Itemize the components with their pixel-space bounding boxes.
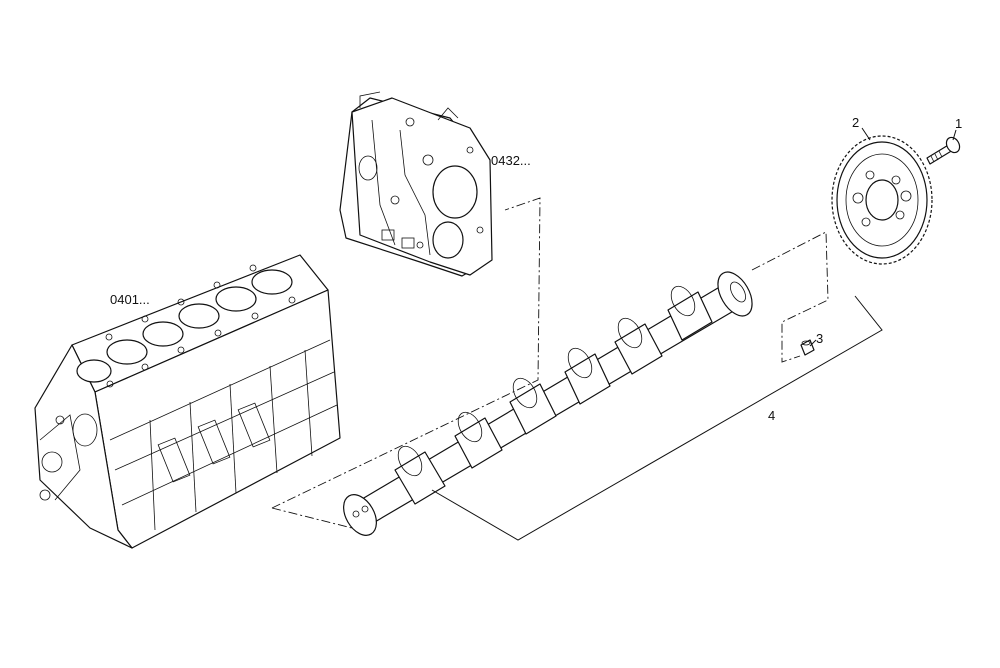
timing-cover bbox=[339, 91, 493, 277]
dowel-pin bbox=[800, 339, 815, 356]
ref-label-block: 0401... bbox=[110, 292, 150, 307]
item-label-2: 2 bbox=[852, 115, 859, 130]
ref-label-cover: 0432... bbox=[491, 153, 531, 168]
assembly-lines bbox=[271, 127, 957, 541]
camshaft bbox=[343, 271, 753, 536]
item-label-3: 3 bbox=[816, 331, 823, 346]
gear-bolt bbox=[926, 136, 961, 165]
item-label-1: 1 bbox=[955, 116, 962, 131]
cam-gear bbox=[831, 135, 933, 265]
engine-block bbox=[34, 254, 341, 549]
item-label-4: 4 bbox=[768, 408, 775, 423]
